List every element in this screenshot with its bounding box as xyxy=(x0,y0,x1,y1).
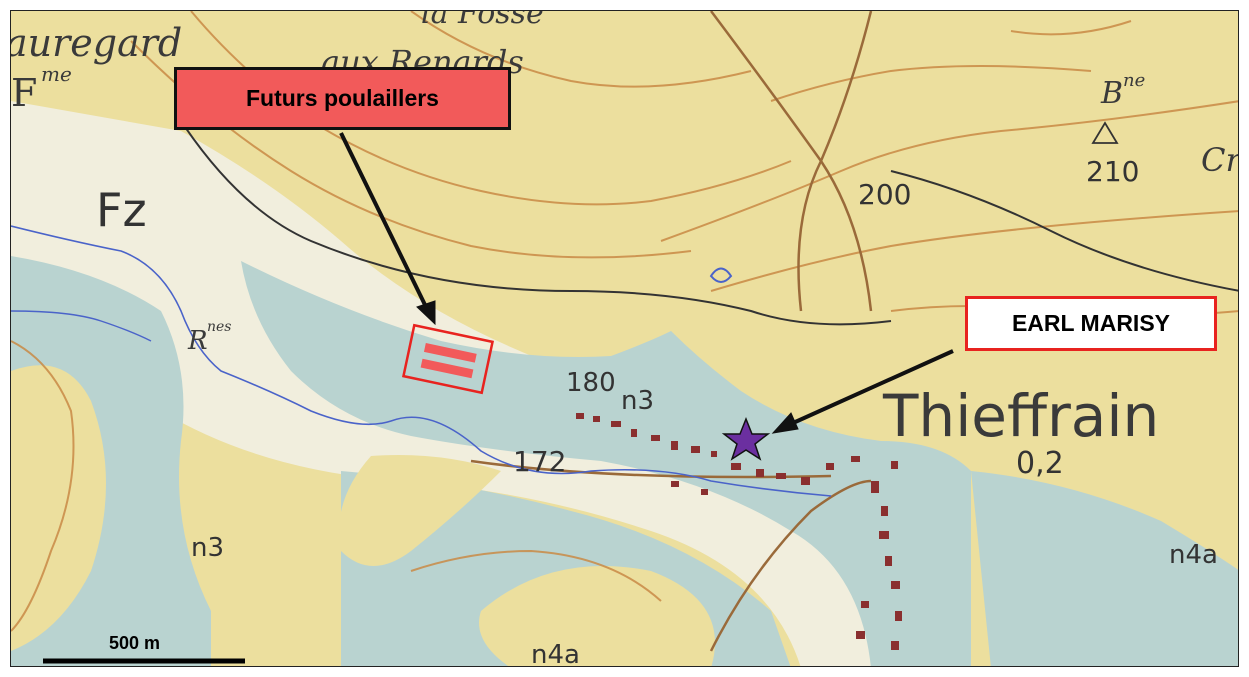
geology-label-n4a-right: n4a xyxy=(1169,540,1218,570)
geology-label-n4a-bottom: n4a xyxy=(531,640,580,667)
place-label-ferme: F xyxy=(11,71,37,115)
star-icon[interactable] xyxy=(721,416,771,461)
geology-label-n3-left: n3 xyxy=(191,533,224,563)
plateau-island-left xyxy=(11,365,106,651)
map-frame: auregard F me la Fosse aux Renards B ne … xyxy=(10,10,1239,667)
elevation-0-2: 0,2 xyxy=(1016,446,1064,481)
place-label-ferme-sup: me xyxy=(41,62,72,86)
scale-bar-label: 500 m xyxy=(109,633,161,653)
plateau-island-bottom xyxy=(479,566,715,666)
place-label-renards-1: la Fosse xyxy=(421,11,544,31)
callout-futurs-poulaillers: Futurs poulaillers xyxy=(174,67,511,130)
roads xyxy=(470,11,873,652)
elevation-210: 210 xyxy=(1086,155,1139,188)
triangulation-point-icon xyxy=(1091,121,1119,144)
place-label-rnes: R xyxy=(187,326,208,356)
pond xyxy=(709,267,733,283)
elevation-172: 172 xyxy=(513,445,566,478)
elevation-180: 180 xyxy=(566,368,616,398)
callout-arrows xyxy=(339,132,954,434)
geology-label-n3-center: n3 xyxy=(621,386,654,416)
place-label-thieffrain: Thieffrain xyxy=(882,382,1159,450)
poultry-site-marker[interactable] xyxy=(401,323,495,395)
geology-label-fz: Fz xyxy=(96,183,147,237)
place-label-bne: B xyxy=(1100,76,1123,111)
black-boundary-lines xyxy=(180,120,1238,326)
place-label-cr: Cr xyxy=(1201,141,1239,179)
plateau-island-middle xyxy=(339,455,501,566)
place-label-beauregard: auregard xyxy=(11,21,182,65)
river xyxy=(11,225,832,497)
place-label-bne-sup: ne xyxy=(1123,70,1145,91)
place-label-rnes-sup: nes xyxy=(207,319,232,335)
village-buildings xyxy=(576,413,902,650)
callout-earl-marisy: EARL MARISY xyxy=(965,296,1217,351)
river-branch xyxy=(11,310,152,342)
elevation-200: 200 xyxy=(858,178,911,211)
n4-formation-right xyxy=(971,471,1238,666)
